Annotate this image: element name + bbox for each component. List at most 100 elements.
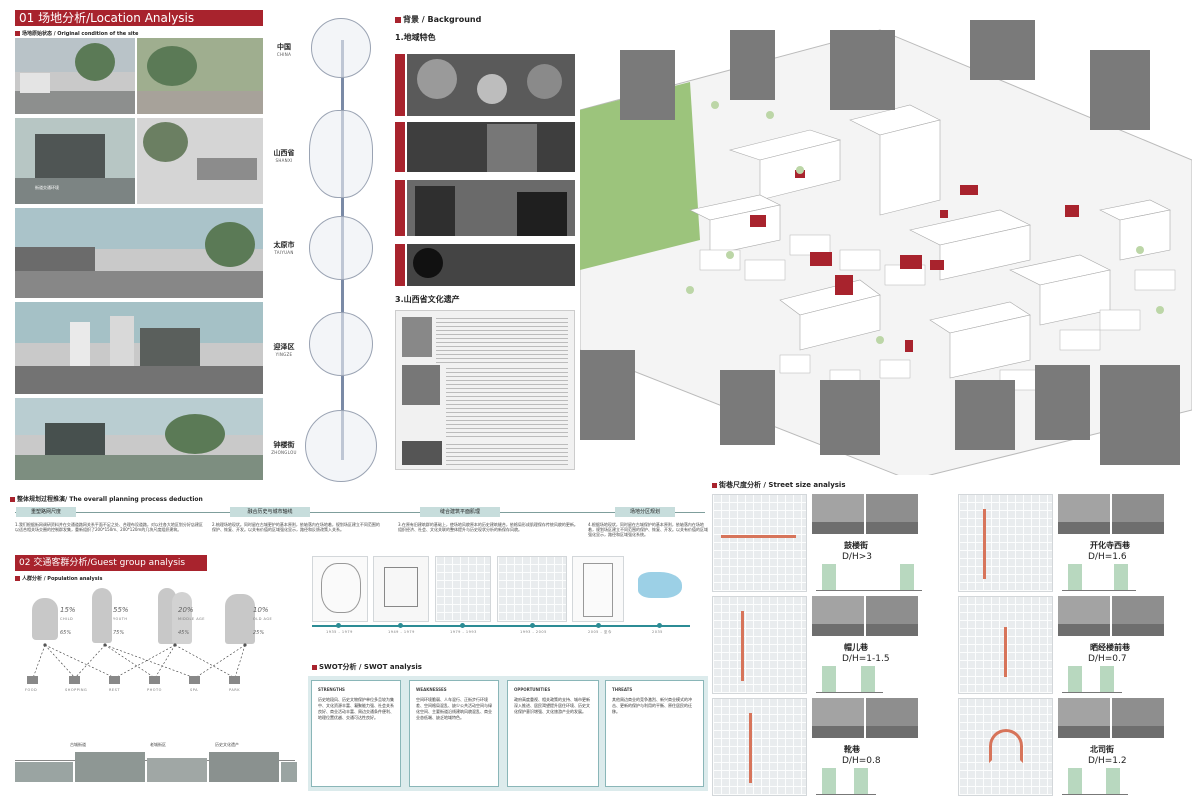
swot-threats-text: 其他周边商业的竞争激烈、新兴商业模式的冲击、更新的保护与利用的平衡、原住居民的迁… bbox=[612, 697, 692, 714]
street-dh-2: D/H=1.6 bbox=[1088, 552, 1127, 562]
swot-weaknesses: WEAKNESSES 空间环境脆弱、人车混行、正街步行环境差、空间格局混乱、缺少… bbox=[409, 680, 499, 787]
street-photo-6-1 bbox=[1058, 698, 1110, 738]
street-highlight-6 bbox=[989, 729, 1023, 763]
timeline-mark-3 bbox=[460, 623, 465, 628]
architecture-photos bbox=[407, 180, 575, 236]
street-photo-3-2 bbox=[866, 596, 918, 636]
map-circle-china bbox=[311, 18, 371, 78]
street-dh-1: D/H>3 bbox=[842, 552, 872, 562]
map-2 bbox=[373, 556, 429, 622]
map-5 bbox=[572, 556, 624, 622]
street-name-1: 鼓楼街 bbox=[844, 541, 868, 550]
swot-title: SWOT分析 / SWOT analysis bbox=[312, 662, 422, 672]
activity-labels: FOOD SHOPPING REST PHOTO SPA PARK bbox=[15, 688, 275, 694]
street-photo-2-2 bbox=[1112, 494, 1164, 534]
swot-opportunities-head: OPPORTUNITIES bbox=[514, 687, 551, 692]
street-photo-5-1 bbox=[812, 698, 864, 738]
street-dh-3: D/H=1-1.5 bbox=[842, 654, 890, 664]
site-photo-2a: 街道交通环境 bbox=[15, 118, 135, 204]
activity-photo: PHOTO bbox=[147, 688, 162, 692]
street-highlight-5 bbox=[749, 713, 752, 783]
street-photo-1-2 bbox=[866, 494, 918, 534]
strip-label-1: 古城街道 bbox=[70, 742, 86, 747]
timeline-line bbox=[312, 625, 690, 627]
population-sub: 人群分析 / Population analysis bbox=[15, 575, 102, 582]
axonometric-model bbox=[580, 10, 1192, 475]
site-photo-2b bbox=[137, 118, 263, 204]
map-circle-zhonglou bbox=[305, 410, 377, 482]
street-photo-5-2 bbox=[866, 698, 918, 738]
site-photo-1b bbox=[137, 38, 263, 114]
site-photo-4 bbox=[15, 302, 263, 394]
street-section-right-5 bbox=[854, 768, 868, 794]
strip-photo-1 bbox=[15, 762, 73, 782]
background-sub3: 3.山西省文化遗产 bbox=[395, 295, 460, 304]
stat-middle-pct: 20% bbox=[178, 606, 194, 614]
street-name-5: 靴巷 bbox=[844, 745, 860, 754]
street-section-left-5 bbox=[822, 768, 836, 794]
background-sub1: 1.地域特色 bbox=[395, 33, 436, 42]
street-highlight-2 bbox=[983, 509, 986, 579]
street-section-base-2 bbox=[1062, 590, 1136, 591]
street-section-right-4 bbox=[1100, 666, 1114, 692]
map-1 bbox=[312, 556, 368, 622]
food-photos bbox=[407, 54, 575, 116]
process-text-3: 3.在原有旧建筑群的基础上，使场地风貌原本的历史建筑缝合，依格局形成肌理保存传统… bbox=[398, 522, 578, 532]
stat-child-label: CHILD bbox=[60, 617, 74, 621]
timeline-label-1: 1935 - 1979 bbox=[326, 630, 353, 634]
map-circle-taiyuan bbox=[309, 216, 373, 280]
activity-network bbox=[27, 643, 247, 684]
street-plan-1 bbox=[712, 494, 807, 592]
street-section-left-2 bbox=[1068, 564, 1082, 590]
street-section-base-4 bbox=[1062, 692, 1122, 693]
process-step-4: 场地分区规划 bbox=[615, 507, 675, 517]
stat-youth-pct: 55% bbox=[113, 606, 129, 614]
timeline-label-3: 1979 - 1993 bbox=[450, 630, 477, 634]
map-3 bbox=[435, 556, 491, 622]
site-photo-3 bbox=[15, 208, 263, 298]
timeline-mark-1 bbox=[336, 623, 341, 628]
street-highlight-1 bbox=[721, 535, 796, 538]
strip-label-2: 老城街区 bbox=[150, 742, 166, 747]
timeline-mark-4 bbox=[530, 623, 535, 628]
map-circle-yingze bbox=[309, 312, 373, 376]
figure-middle bbox=[172, 592, 192, 644]
street-plan-2 bbox=[958, 494, 1053, 592]
street-photo-1-1 bbox=[812, 494, 864, 534]
swot-threats-head: THREATS bbox=[612, 687, 633, 692]
stat-old-pct2: 25% bbox=[253, 630, 265, 636]
process-step-3: 缝合建筑平面肌理 bbox=[420, 507, 500, 517]
stat-middle-label: MIDDLE AGE bbox=[178, 617, 205, 621]
stat-old-pct: 10% bbox=[253, 606, 269, 614]
street-photo-3-1 bbox=[812, 596, 864, 636]
street-plan-4 bbox=[958, 596, 1053, 694]
strip-photo-2 bbox=[75, 752, 145, 782]
street-section-left-6 bbox=[1068, 768, 1082, 794]
map-6 bbox=[628, 562, 690, 614]
swot-strengths-text: 历史地段风、历史文物保护单位多且较为集中、文化资源丰富、凝聚能力强、社会关系良好… bbox=[318, 697, 394, 720]
timeline-label-4: 1993 - 2005 bbox=[520, 630, 547, 634]
map-4 bbox=[497, 556, 567, 622]
street-section-left-1 bbox=[822, 564, 836, 590]
street-section-base-1 bbox=[816, 590, 922, 591]
street-section-base-3 bbox=[816, 692, 883, 693]
process-step-2: 融合历史与城市轴线 bbox=[230, 507, 310, 517]
swot-panel: STRENGTHS 历史地段风、历史文物保护单位多且较为集中、文化资源丰富、凝聚… bbox=[308, 676, 708, 791]
background-title: 背景 / Background bbox=[395, 14, 481, 25]
process-step-1: 重塑路网尺度 bbox=[16, 507, 76, 517]
street-dh-4: D/H=0.7 bbox=[1088, 654, 1127, 664]
side-tag-3 bbox=[395, 180, 405, 236]
site-photo-1a bbox=[15, 38, 135, 114]
figure-old bbox=[225, 594, 255, 644]
side-tag-4 bbox=[395, 244, 405, 286]
stat-middle-pct2: 45% bbox=[178, 630, 190, 636]
swot-strengths-head: STRENGTHS bbox=[318, 687, 345, 692]
process-text-1: 1.我们根据街网调研资料并在交通道路网关系平面不足之处、合理布设道路，对以往各大… bbox=[15, 522, 203, 532]
swot-strengths: STRENGTHS 历史地段风、历史文物保护单位多且较为集中、文化资源丰富、凝聚… bbox=[311, 680, 401, 787]
folk-photos bbox=[407, 244, 575, 286]
heritage-text-panel bbox=[395, 310, 575, 470]
stat-youth-label: YOUTH bbox=[113, 617, 128, 621]
street-highlight-4 bbox=[1004, 627, 1007, 677]
